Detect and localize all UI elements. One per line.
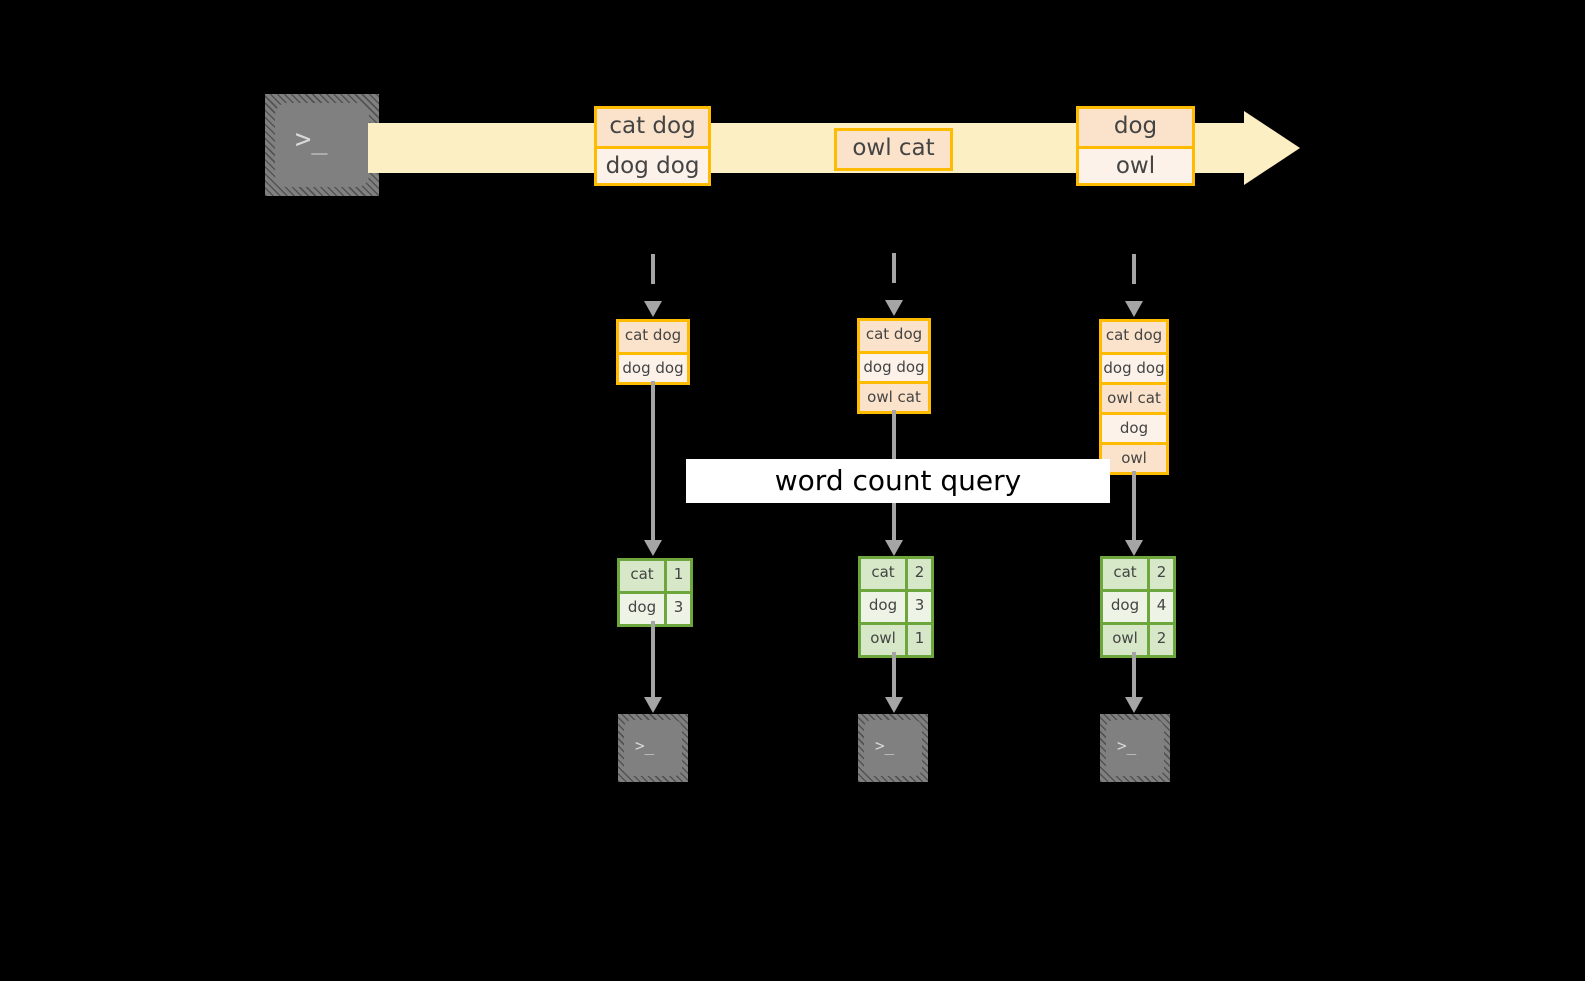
terminal-screen: [864, 720, 922, 776]
result-word: cat: [620, 561, 664, 591]
result-count: 3: [664, 594, 690, 624]
terminal-screen: [1106, 720, 1164, 776]
result-table-2-row-3: owl 1: [861, 622, 931, 655]
result-count: 2: [905, 559, 931, 589]
result-table-2-row-2: dog 3: [861, 589, 931, 622]
consumer-terminal-icon-2: >_: [858, 714, 928, 782]
result-table-3-row-1: cat 2: [1103, 559, 1173, 589]
stream-batch-1: cat dog dog dog: [594, 106, 711, 186]
accumulated-table-1-row-1: cat dog: [619, 322, 687, 352]
query-arrow-3-head: [1125, 540, 1143, 556]
query-arrow-1-head: [644, 540, 662, 556]
accumulated-table-3-row-3: owl cat: [1102, 382, 1166, 412]
producer-terminal-icon: >_: [265, 94, 379, 196]
feed-arrow-1-line: [651, 254, 655, 302]
result-word: dog: [861, 592, 905, 622]
result-word: cat: [1103, 559, 1147, 589]
query-arrow-2-head: [885, 540, 903, 556]
accumulated-table-2: cat dog dog dog owl cat: [857, 318, 931, 414]
accumulated-table-1: cat dog dog dog: [616, 319, 690, 385]
feed-arrow-2-line: [892, 253, 896, 301]
sink-arrow-2-head: [885, 697, 903, 713]
result-count: 2: [1147, 559, 1173, 589]
feed-arrow-2-head: [885, 300, 903, 316]
terminal-screen: [624, 720, 682, 776]
query-arrow-3-line: [1132, 471, 1136, 541]
feed-arrow-3-line: [1132, 254, 1136, 302]
query-arrow-1-line: [651, 381, 655, 541]
accumulated-table-2-row-1: cat dog: [860, 321, 928, 351]
terminal-prompt-glyph: >_: [875, 736, 895, 755]
result-word: owl: [1103, 625, 1147, 655]
consumer-terminal-icon-1: >_: [618, 714, 688, 782]
sink-arrow-1-head: [644, 697, 662, 713]
query-label-banner: word count query: [686, 459, 1110, 503]
result-table-1-row-1: cat 1: [620, 561, 690, 591]
result-table-2: cat 2 dog 3 owl 1: [858, 556, 934, 658]
result-word: cat: [861, 559, 905, 589]
terminal-screen: [275, 103, 369, 187]
result-count: 1: [664, 561, 690, 591]
accumulated-table-1-row-2: dog dog: [619, 352, 687, 382]
stream-batch-1-row-1: cat dog: [597, 109, 708, 146]
terminal-prompt-glyph: >_: [295, 124, 328, 155]
result-word: dog: [1103, 592, 1147, 622]
accumulated-table-3-row-1: cat dog: [1102, 322, 1166, 352]
terminal-prompt-glyph: >_: [1117, 736, 1137, 755]
consumer-terminal-icon-3: >_: [1100, 714, 1170, 782]
accumulated-table-2-row-2: dog dog: [860, 351, 928, 381]
result-count: 2: [1147, 625, 1173, 655]
accumulated-table-3-row-5: owl: [1102, 442, 1166, 472]
stream-arrowhead: [1244, 111, 1300, 185]
terminal-prompt-glyph: >_: [635, 736, 655, 755]
result-word: owl: [861, 625, 905, 655]
stream-batch-3-row-2: owl: [1079, 146, 1192, 183]
result-table-3-row-2: dog 4: [1103, 589, 1173, 622]
result-count: 3: [905, 592, 931, 622]
result-count: 4: [1147, 592, 1173, 622]
sink-arrow-3-line: [1132, 652, 1136, 698]
stream-batch-1-row-2: dog dog: [597, 146, 708, 183]
feed-arrow-3-head: [1125, 301, 1143, 317]
result-table-3-row-3: owl 2: [1103, 622, 1173, 655]
accumulated-table-2-row-3: owl cat: [860, 381, 928, 411]
stream-batch-3: dog owl: [1076, 106, 1195, 186]
sink-arrow-1-line: [651, 621, 655, 698]
result-count: 1: [905, 625, 931, 655]
result-table-3: cat 2 dog 4 owl 2: [1100, 556, 1176, 658]
result-word: dog: [620, 594, 664, 624]
accumulated-table-3-row-4: dog: [1102, 412, 1166, 442]
stream-batch-2: owl cat: [834, 128, 953, 171]
sink-arrow-2-line: [892, 652, 896, 698]
sink-arrow-3-head: [1125, 697, 1143, 713]
result-table-1: cat 1 dog 3: [617, 558, 693, 627]
result-table-2-row-1: cat 2: [861, 559, 931, 589]
accumulated-table-3: cat dog dog dog owl cat dog owl: [1099, 319, 1169, 475]
stream-batch-3-row-1: dog: [1079, 109, 1192, 146]
stream-batch-2-row-1: owl cat: [837, 131, 950, 168]
feed-arrow-1-head: [644, 301, 662, 317]
result-table-1-row-2: dog 3: [620, 591, 690, 624]
accumulated-table-3-row-2: dog dog: [1102, 352, 1166, 382]
